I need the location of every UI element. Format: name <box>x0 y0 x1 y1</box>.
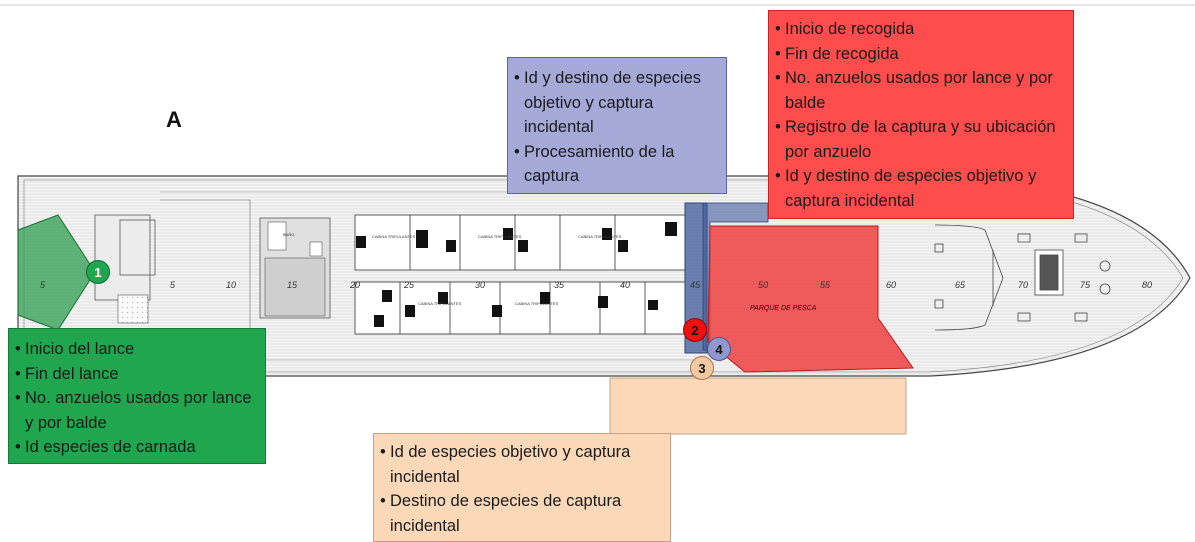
frame-number: 50 <box>758 280 768 290</box>
list-item: No. anzuelos usados por lance y por bald… <box>775 66 1067 115</box>
cabin-label: CABINA TRIPULANTES <box>372 234 416 239</box>
cabin-label: CABINA TRIPULANTES <box>515 301 559 306</box>
frame-number: 5 <box>170 280 176 290</box>
frame-number: 80 <box>1142 280 1152 290</box>
frame-number: 70 <box>1018 280 1028 290</box>
list-item: No. anzuelos usados por lance y por bald… <box>15 386 259 435</box>
cabin-label: CABINA TRIPULANTES <box>478 234 522 239</box>
figure-label: A <box>166 107 182 132</box>
setting-zone <box>17 214 96 331</box>
frame-number: 20 <box>349 280 360 290</box>
station-marker-1: 1 <box>86 260 110 284</box>
callout-box-species-id: Id de especies objetivo y captura incide… <box>373 433 671 542</box>
list-item: Registro de la captura y su ubicación po… <box>775 115 1067 164</box>
callout-extension-peach <box>609 377 907 435</box>
list-item: Id y destino de especies objetivo y capt… <box>514 66 720 140</box>
aft-machinery-block <box>94 214 151 301</box>
list-item: Inicio del lance <box>15 337 259 362</box>
bathroom-label: BAÑO <box>283 232 294 237</box>
frame-number: 30 <box>475 280 485 290</box>
frame-number: 5 <box>40 280 46 290</box>
station-marker-4: 4 <box>707 337 731 361</box>
frame-number: 75 <box>1080 280 1091 290</box>
cabin-label: CABINA TRIPULANTES <box>418 301 462 306</box>
list-item: Destino de especies de captura incidenta… <box>380 489 664 538</box>
list-item: Id de especies objetivo y captura incide… <box>380 440 664 489</box>
cabin-label: CABINA TRIPULANTES <box>578 234 622 239</box>
frame-number: 40 <box>620 280 630 290</box>
station-marker-2: 2 <box>683 318 707 342</box>
callout-box-setting: Inicio del lance Fin del lance No. anzue… <box>8 328 266 464</box>
frame-number: 65 <box>955 280 966 290</box>
list-item: Procesamiento de la captura <box>514 140 720 189</box>
frame-number: 45 <box>690 280 701 290</box>
fishing-area-label: PARQUE DE PESCA <box>750 305 817 312</box>
crew-cabins <box>354 214 686 335</box>
list-item: Fin de recogida <box>775 42 1067 67</box>
callout-box-processing: Id y destino de especies objetivo y capt… <box>507 57 727 194</box>
frame-number: 35 <box>554 280 565 290</box>
frame-number: 60 <box>886 280 896 290</box>
callout-box-hauling: Inicio de recogida Fin de recogida No. a… <box>768 10 1074 219</box>
frame-number: 10 <box>226 280 236 290</box>
list-item: Inicio de recogida <box>775 17 1067 42</box>
list-item: Id especies de carnada <box>15 435 259 460</box>
station-marker-3: 3 <box>690 356 714 380</box>
list-item: Id y destino de especies objetivo y capt… <box>775 164 1067 213</box>
frame-number: 25 <box>403 280 415 290</box>
frame-number: 15 <box>287 280 298 290</box>
list-item: Fin del lance <box>15 362 259 387</box>
frame-number: 55 <box>820 280 831 290</box>
